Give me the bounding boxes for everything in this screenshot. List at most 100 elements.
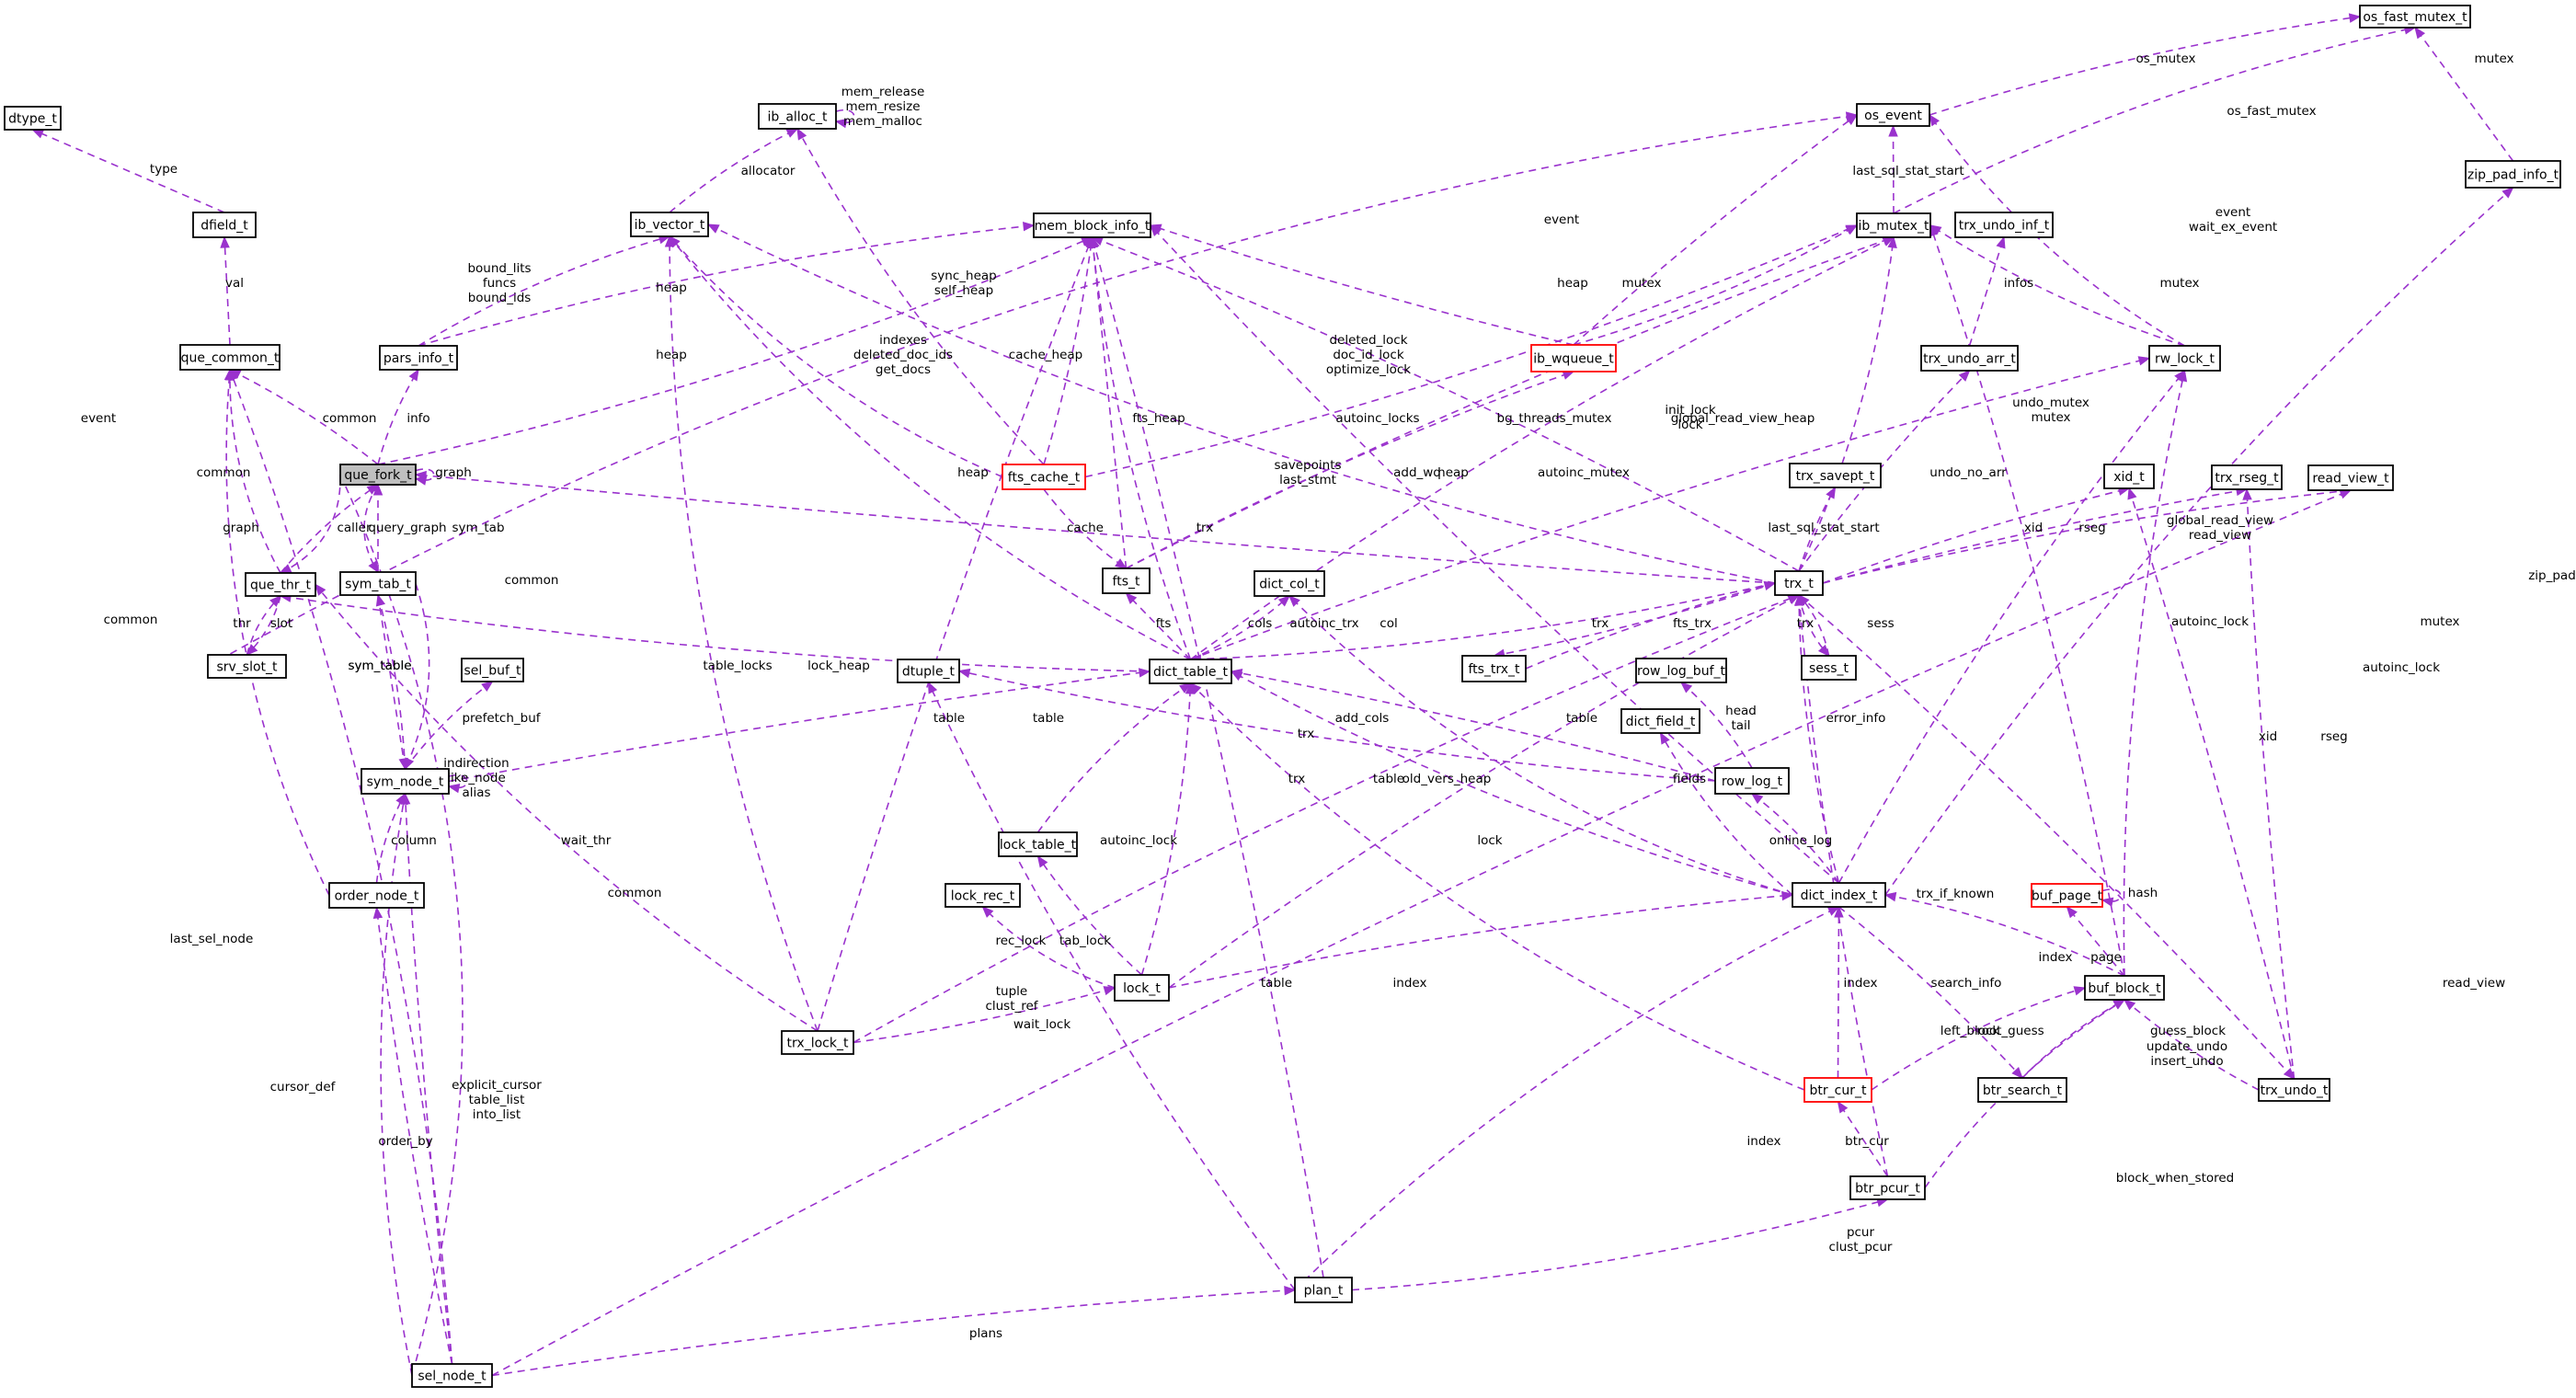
edge-line [1659,732,1793,896]
edge-label: order_by [378,1134,432,1149]
edge-label: add_cols [1335,711,1390,726]
edge-lock_t-to-lock_table_t [1036,854,1143,976]
node-sym_tab_t[interactable]: sym_tab_t [339,571,417,596]
node-srv_slot_t[interactable]: srv_slot_t [207,654,287,679]
edge-label: type [150,162,177,177]
edge-zip_pad_info_t-to-os_fast_mutex_t [2414,26,2514,162]
edge-que_thr_t-to-srv_slot_t [246,595,281,656]
edge-label: mutex [1621,276,1661,291]
node-xid_t[interactable]: xid_t [2103,464,2155,489]
node-lock_t[interactable]: lock_t [1114,974,1170,1002]
node-trx_savept_t[interactable]: trx_savept_t [1789,463,1882,488]
node-box [1254,570,1325,597]
node-dict_col_t[interactable]: dict_col_t [1254,570,1325,597]
arrowhead [1103,986,1116,996]
node-dict_field_t[interactable]: dict_field_t [1620,708,1700,734]
edge-line [491,489,2352,1377]
edge-line [377,594,406,770]
node-btr_cur_t[interactable]: btr_cur_t [1803,1077,1872,1103]
node-label: plan_t [1304,1284,1344,1299]
node-label: btr_pcur_t [1855,1182,1920,1197]
node-que_thr_t[interactable]: que_thr_t [245,572,316,597]
arrowhead [1125,592,1138,604]
node-dtype_t[interactable]: dtype_t [4,106,62,131]
node-fts_t[interactable]: fts_t [1102,567,1151,594]
edge-label: common [323,411,377,426]
node-label: dtype_t [8,112,57,127]
node-box [2465,160,2561,189]
edge-trx_t-to-trx_savept_t [1798,486,1837,572]
arrowhead [1115,558,1128,569]
node-lock_table_t[interactable]: lock_table_t [998,831,1078,857]
edge-sym_tab_t-to-sym_node_t [404,583,430,771]
node-dict_index_t[interactable]: dict_index_t [1792,882,1886,908]
arrowhead [2348,13,2362,23]
node-que_fork_t[interactable]: que_fork_t [339,464,417,486]
node-read_view_t[interactable]: read_view_t [2307,464,2394,491]
node-trx_undo_arr_t[interactable]: trx_undo_arr_t [1920,345,2019,372]
node-ib_wqueue_t[interactable]: ib_wqueue_t [1530,344,1617,372]
node-ib_alloc_t[interactable]: ib_alloc_t [758,103,837,130]
node-buf_page_t[interactable]: buf_page_t [2031,883,2103,908]
node-sess_t[interactable]: sess_t [1801,655,1857,681]
edge-line [817,236,1093,1032]
node-sym_node_t[interactable]: sym_node_t [361,768,450,795]
node-box [339,571,417,596]
node-ib_vector_t[interactable]: ib_vector_t [630,212,709,237]
edge-label: lock_heap [807,659,870,673]
node-fts_trx_t[interactable]: fts_trx_t [1461,655,1527,682]
node-trx_lock_t[interactable]: trx_lock_t [781,1030,854,1055]
node-plan_t[interactable]: plan_t [1294,1277,1353,1303]
node-dfield_t[interactable]: dfield_t [192,212,257,238]
node-sel_buf_t[interactable]: sel_buf_t [461,658,524,682]
edge-label: cache [1067,521,1104,535]
node-row_log_t[interactable]: row_log_t [1714,767,1790,795]
node-rw_lock_t[interactable]: rw_lock_t [2148,345,2221,372]
node-btr_pcur_t[interactable]: btr_pcur_t [1849,1175,1926,1200]
arrowhead [927,681,938,694]
arrowhead [2502,187,2514,199]
arrowhead [1958,370,1971,382]
node-order_node_t[interactable]: order_node_t [328,882,425,909]
node-box [897,659,960,683]
edge-sym_node_t-to-dict_table_t [448,668,1151,783]
node-row_log_buf_t[interactable]: row_log_buf_t [1635,658,1727,683]
node-trx_rseg_t[interactable]: trx_rseg_t [2211,464,2283,490]
node-trx_undo_t[interactable]: trx_undo_t [2258,1078,2330,1102]
node-fts_cache_t[interactable]: fts_cache_t [1002,464,1086,490]
node-que_common_t[interactable]: que_common_t [179,344,280,371]
edge-line [229,369,379,465]
arrowhead [2127,487,2137,500]
node-box [461,658,524,682]
edge-btr_search_t-to-buf_block_t [2021,999,2126,1079]
node-ib_mutex_t[interactable]: ib_mutex_t [1856,212,1931,238]
node-pars_info_t[interactable]: pars_info_t [379,345,458,371]
node-zip_pad_info_t[interactable]: zip_pad_info_t [2465,160,2561,189]
edge-label: table [1566,711,1597,726]
node-trx_undo_inf_t[interactable]: trx_undo_inf_t [1954,212,2054,238]
node-lock_rec_t[interactable]: lock_rec_t [945,883,1021,908]
node-label: dict_table_t [1153,665,1228,680]
edge-lock_t-to-dict_table_t [1140,682,1196,976]
node-dtuple_t[interactable]: dtuple_t [897,659,960,683]
edge-label: error_info [1826,711,1886,726]
edge-fts_t-to-ib_wqueue_t [1126,370,1575,569]
node-os_event[interactable]: os_event [1856,103,1930,127]
edge-line [1929,224,2185,347]
node-trx_t[interactable]: trx_t [1774,570,1824,596]
edge-label: heap [656,348,687,362]
edge-label: autoinc_lock [1100,833,1177,848]
node-box [1954,212,2054,238]
node-sel_node_t[interactable]: sel_node_t [411,1363,493,1388]
node-btr_search_t[interactable]: btr_search_t [1977,1077,2067,1103]
node-os_fast_mutex_t[interactable]: os_fast_mutex_t [2359,5,2471,29]
node-dict_table_t[interactable]: dict_table_t [1149,659,1232,684]
node-buf_block_t[interactable]: buf_block_t [2084,975,2165,1001]
edge-line [1150,224,1840,884]
edge-line [1680,682,1753,769]
edge-line [927,682,1296,1290]
edge-label: trx [1288,772,1305,786]
edge-line [853,594,1800,1044]
node-mem_block_info_t[interactable]: mem_block_info_t [1033,212,1151,238]
